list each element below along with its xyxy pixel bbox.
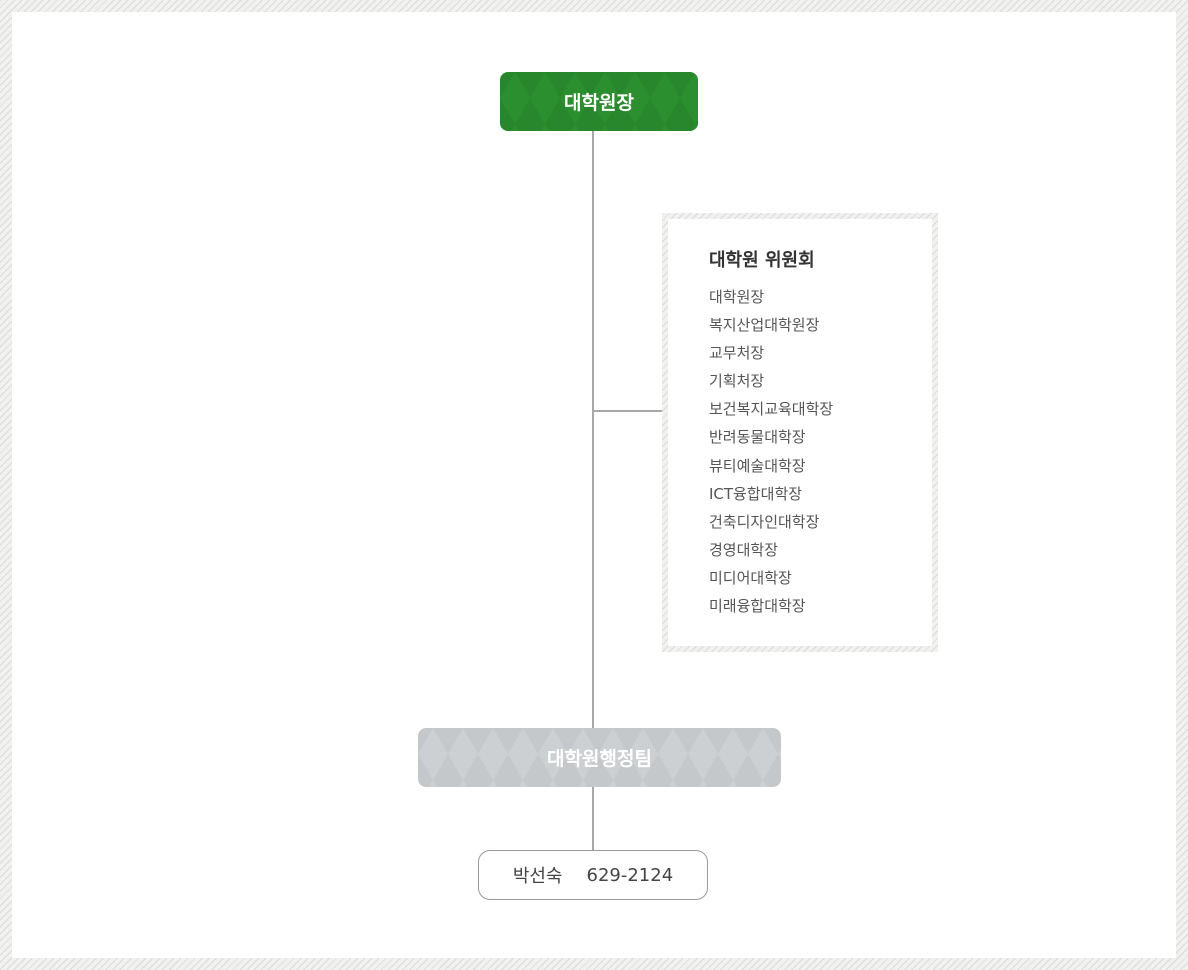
- committee-member: 건축디자인대학장: [709, 512, 820, 531]
- chart-canvas: [12, 12, 1176, 958]
- committee-member: 반려동물대학장: [709, 428, 806, 447]
- dean-node: 대학원장: [500, 72, 698, 131]
- committee-member: 미디어대학장: [709, 568, 792, 587]
- committee-panel: 대학원 위원회 대학원장 복지산업대학원장 교무처장 기획처장 보건복지교육대학…: [668, 219, 932, 646]
- committee-member: ICT융합대학장: [709, 484, 803, 503]
- staff-contact-node: 박선숙 629-2124: [478, 850, 708, 900]
- admin-team-node: 대학원행정팀: [418, 728, 781, 787]
- committee-title: 대학원 위원회: [709, 250, 815, 271]
- committee-member: 뷰티예술대학장: [709, 456, 806, 475]
- connector-committee-branch: [594, 410, 662, 412]
- staff-phone: 629-2124: [586, 864, 674, 886]
- committee-member: 교무처장: [709, 344, 765, 363]
- committee-member-list: 대학원장 복지산업대학원장 교무처장 기획처장 보건복지교육대학장 반려동물대학…: [709, 283, 932, 620]
- staff-name: 박선숙: [512, 866, 563, 887]
- connector-main-vertical: [592, 131, 594, 728]
- committee-member: 경영대학장: [709, 540, 779, 559]
- connector-team-to-staff: [592, 787, 594, 850]
- committee-member: 복지산업대학원장: [709, 316, 820, 335]
- committee-box: 대학원 위원회 대학원장 복지산업대학원장 교무처장 기획처장 보건복지교육대학…: [662, 213, 938, 652]
- committee-member: 미래융합대학장: [709, 597, 806, 616]
- committee-member: 보건복지교육대학장: [709, 400, 834, 419]
- committee-member: 기획처장: [709, 372, 765, 391]
- dean-node-label: 대학원장: [564, 92, 634, 114]
- admin-team-label: 대학원행정팀: [547, 748, 652, 770]
- committee-member: 대학원장: [709, 288, 765, 306]
